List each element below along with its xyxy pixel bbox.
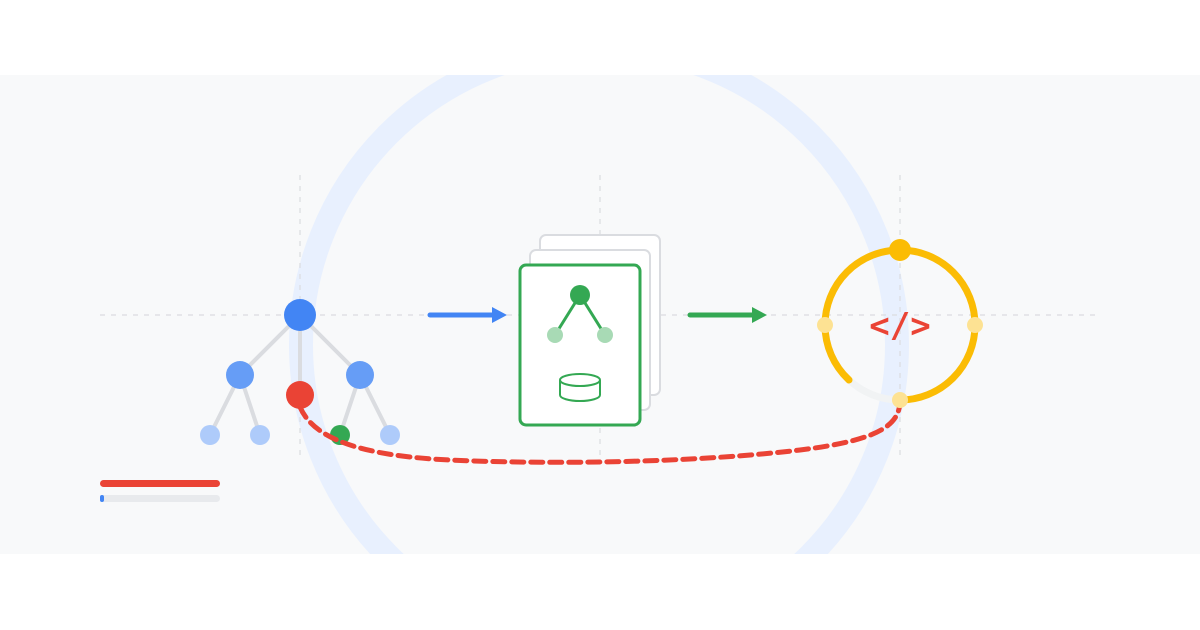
database-body	[559, 380, 601, 402]
card-mini-tree-icon	[547, 285, 613, 343]
dashed-return-path-icon	[297, 397, 903, 465]
code-ring-icon: </>	[817, 239, 983, 408]
arrow-green-head	[752, 307, 767, 323]
database-top	[559, 373, 601, 387]
stacked-cards-icon	[518, 234, 661, 427]
code-ring-arc-right	[896, 321, 979, 404]
tree-root-node	[284, 299, 316, 331]
mini-tree-leaf	[547, 327, 563, 343]
mini-tree-root	[570, 285, 590, 305]
arrow-right-icon	[427, 307, 507, 323]
progress-bar-blue-fill	[100, 495, 104, 502]
tree-leaf-node	[250, 425, 270, 445]
arrow-right-icon	[687, 307, 767, 323]
arrow-blue-head	[492, 307, 507, 323]
code-ring-node-bottom	[892, 392, 908, 408]
code-ring-node-left	[817, 317, 833, 333]
code-ring-arc-lower-left	[821, 321, 853, 384]
code-ring-node-right	[967, 317, 983, 333]
tree-leaf-node	[200, 425, 220, 445]
database-icon	[559, 373, 601, 402]
progress-bars	[100, 480, 220, 502]
tree-mid-node-right	[346, 361, 374, 389]
tree-error-node	[286, 381, 314, 409]
tree-leaf-node	[380, 425, 400, 445]
code-ring-node-top	[889, 239, 911, 261]
mini-tree-leaf	[597, 327, 613, 343]
progress-bar-track	[100, 495, 220, 502]
card-front	[518, 263, 642, 427]
progress-bar-red	[100, 480, 220, 487]
tree-mid-node-left	[226, 361, 254, 389]
code-symbol: </>	[869, 306, 930, 346]
